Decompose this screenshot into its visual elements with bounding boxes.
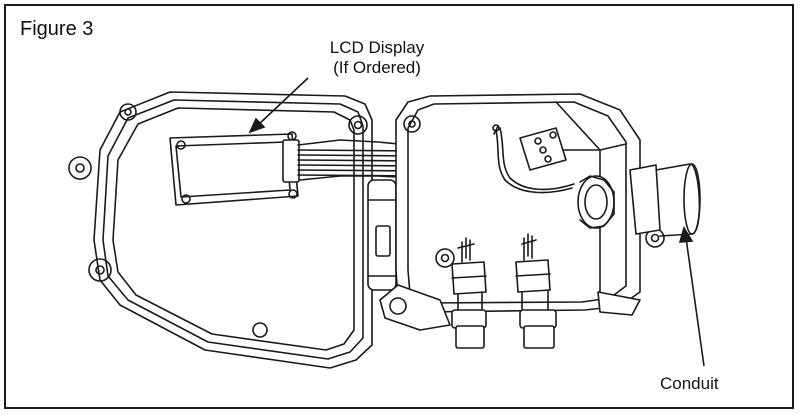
terminal-block: [492, 124, 575, 194]
lcd-display-note: (If Ordered): [333, 58, 421, 77]
conduit-fitting: [629, 163, 701, 237]
figure-title: Figure 3: [20, 18, 94, 40]
sensor-fitting-left: [451, 237, 487, 349]
lcd-display-board: [169, 131, 300, 206]
lcd-leader-arrow: [248, 77, 309, 134]
lcd-display-callout: LCD Display (If Ordered): [302, 38, 452, 78]
enclosure-base: [379, 93, 665, 331]
conduit-label: Conduit: [660, 374, 719, 393]
conduit-leader-arrow: [678, 226, 705, 367]
cable-gland: [577, 175, 615, 229]
sensor-fitting-right: [515, 233, 557, 349]
lcd-display-label: LCD Display: [329, 38, 425, 57]
enclosure-lid: [68, 91, 373, 369]
